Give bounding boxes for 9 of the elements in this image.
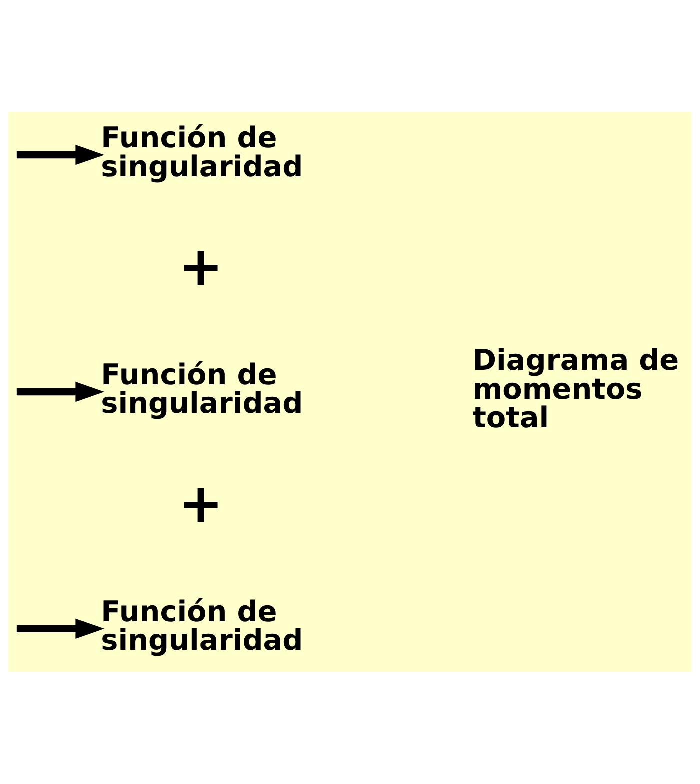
arrow <box>16 145 104 166</box>
arrow <box>16 618 104 639</box>
node-text: Función de singularidad <box>101 357 304 420</box>
label: + <box>178 472 224 536</box>
label: Diagrama de momentos total <box>472 343 680 435</box>
label: + <box>178 235 224 298</box>
node-text: Función de singularidad <box>101 594 304 658</box>
node-text: Función de singularidad <box>101 120 304 184</box>
arrow <box>16 382 104 402</box>
